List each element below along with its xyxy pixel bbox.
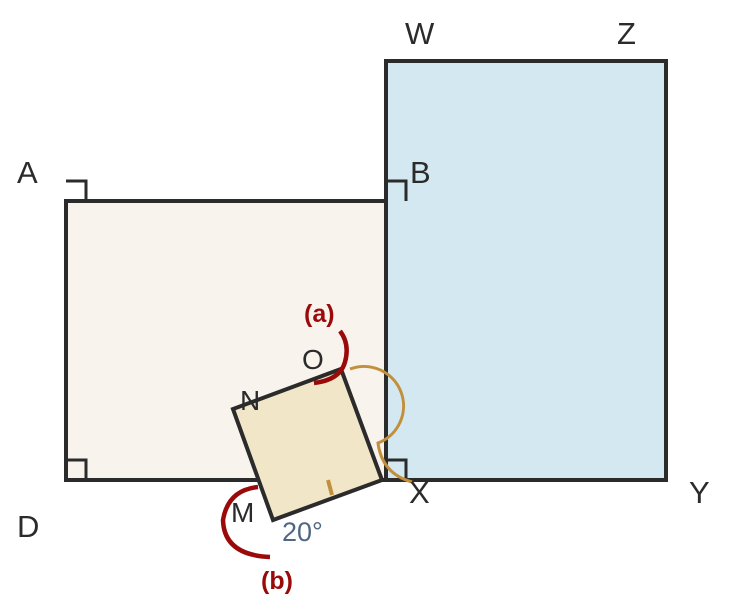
- red-arc-b: [220, 484, 271, 560]
- label-point-a: A: [17, 155, 38, 190]
- gold-angle-arc: [349, 364, 413, 484]
- red-arc-a: [313, 329, 349, 386]
- label-point-n: N: [240, 385, 260, 416]
- gold-tick-mark: [326, 479, 334, 496]
- label-point-w: W: [405, 16, 435, 51]
- label-angle-20: 20°: [282, 517, 323, 547]
- label-arc-a: (a): [304, 300, 335, 328]
- label-point-m: M: [231, 497, 254, 528]
- label-point-x: X: [409, 475, 430, 510]
- right-angle-mark-d: [66, 458, 88, 480]
- right-angle-mark-b: [386, 179, 408, 201]
- label-point-b: B: [410, 155, 431, 190]
- right-angle-mark-a: [66, 179, 88, 201]
- label-point-y: Y: [689, 475, 710, 510]
- right-angle-mark-x: [386, 458, 408, 480]
- label-point-d: D: [17, 509, 39, 544]
- label-arc-b: (b): [261, 567, 293, 595]
- label-point-o: O: [302, 344, 324, 375]
- label-point-z: Z: [617, 16, 636, 51]
- rectangle-wzyx: [384, 59, 668, 482]
